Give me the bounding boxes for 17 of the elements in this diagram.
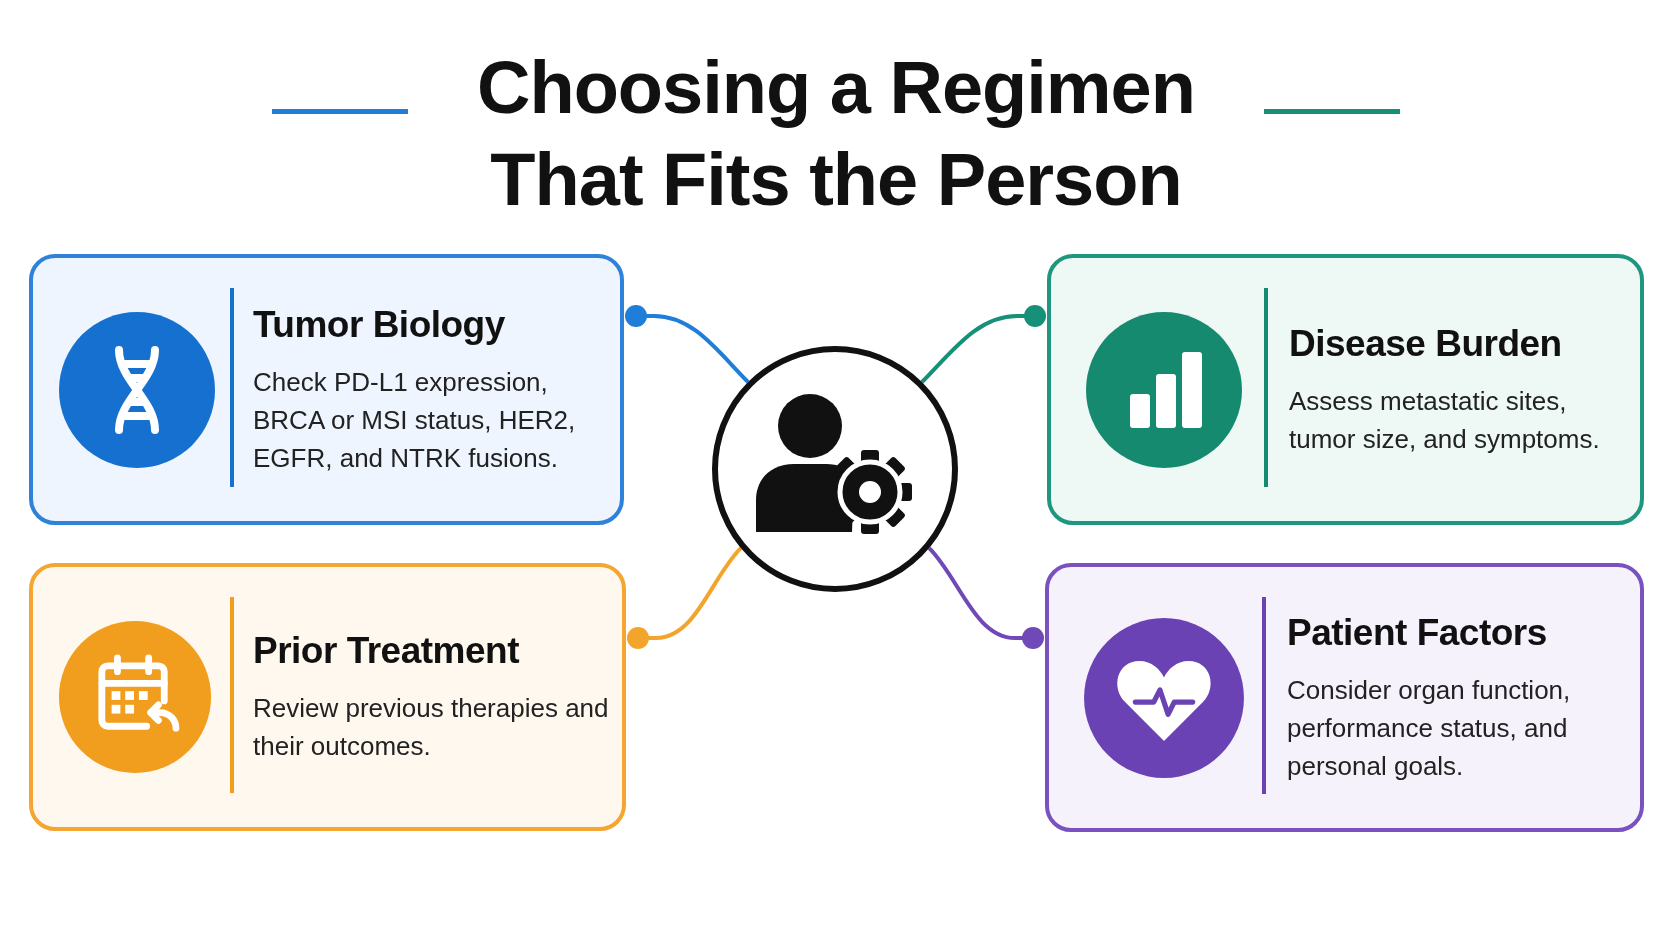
card-heading: Tumor Biology xyxy=(253,302,506,347)
card-description: Assess metastatic sites, tumor size, and symptoms. xyxy=(1289,384,1601,456)
connector-line xyxy=(625,305,750,384)
card-heading: Prior Treatment xyxy=(253,629,520,673)
connector-line xyxy=(920,305,1046,384)
connector-line xyxy=(927,546,1044,649)
card-description: Consider organ function, performance status, and personal goals. xyxy=(1287,673,1572,783)
factor-card xyxy=(1047,254,1644,525)
connector-line xyxy=(627,546,743,649)
factor-card xyxy=(1045,563,1644,832)
title: Choosing a Regimen That Fits the Person xyxy=(476,45,1196,223)
card-description: Check PD-L1 expression, BRCA or MSI status, HER2, EGFR, and NTRK fusions. xyxy=(253,365,577,475)
card-heading: Patient Factors xyxy=(1287,610,1548,655)
card-heading: Disease Burden xyxy=(1289,321,1563,366)
factor-card xyxy=(29,563,626,831)
factor-card xyxy=(29,254,624,525)
card-description: Review previous therapies and their outcomes. xyxy=(253,692,610,763)
